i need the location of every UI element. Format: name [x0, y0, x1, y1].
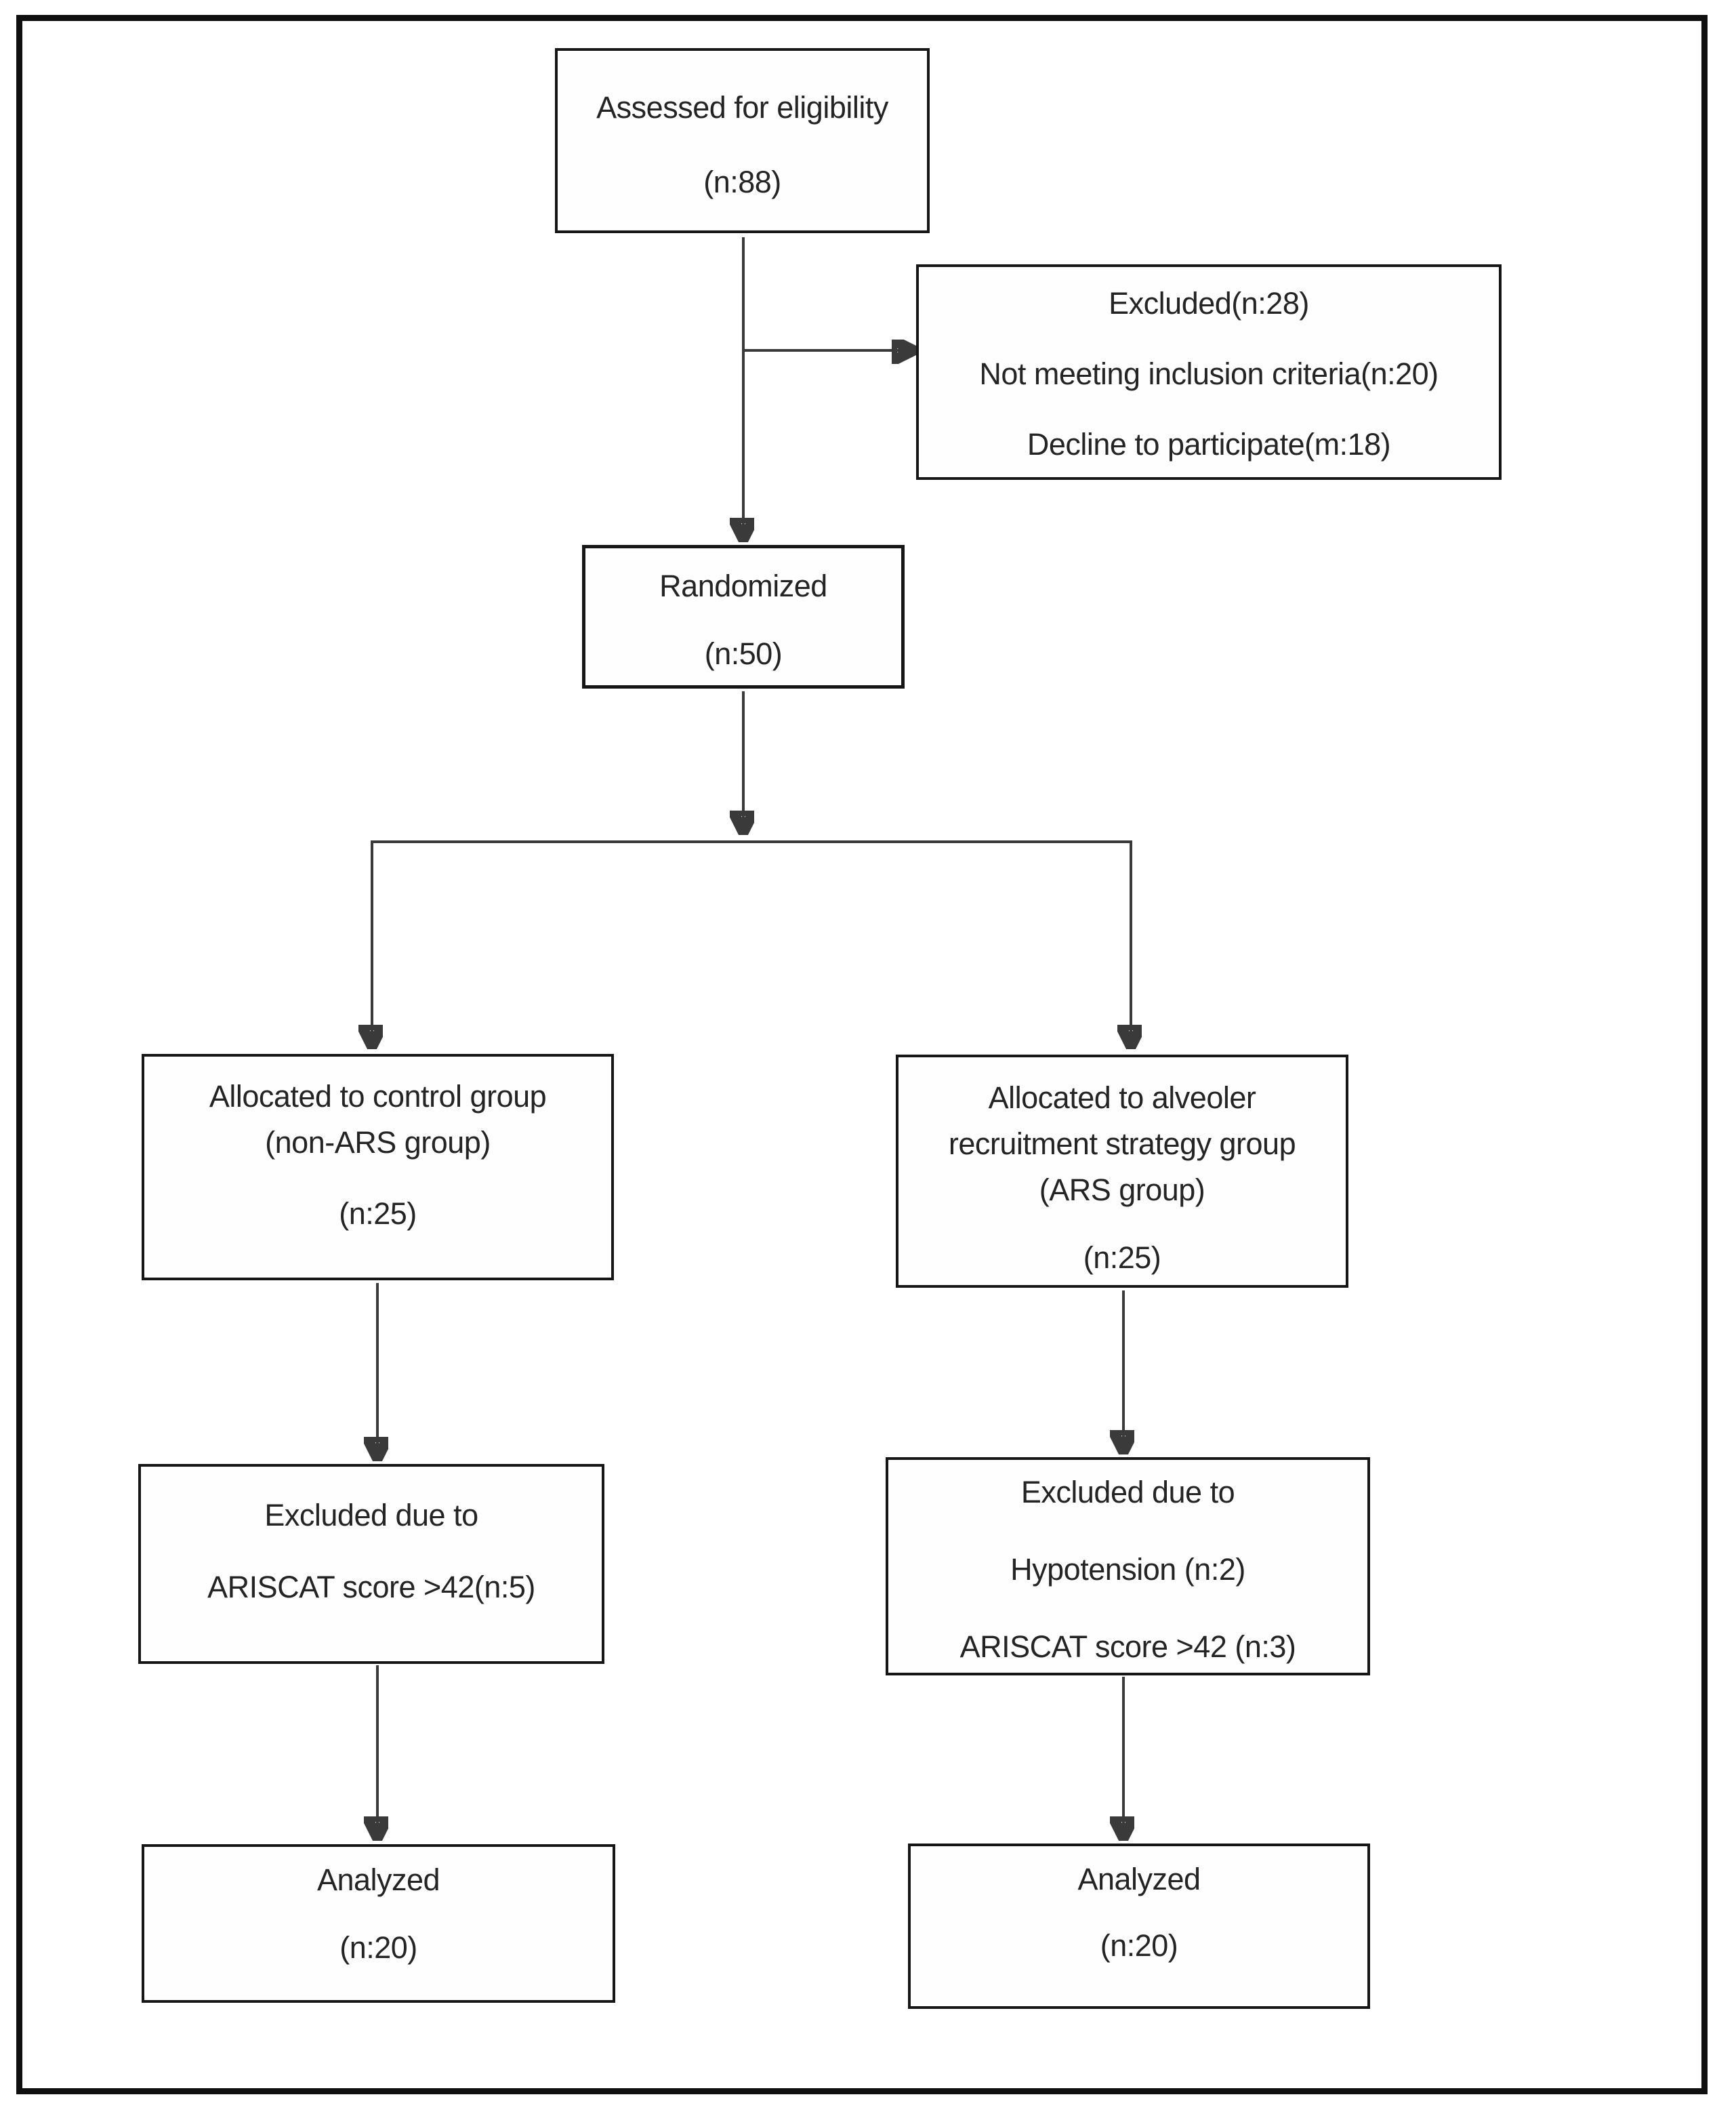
box-allocated-control-group: Allocated to control group (non-ARS grou…: [142, 1054, 614, 1280]
box-line: Hypotension (n:2): [1010, 1552, 1245, 1587]
box-line: Excluded due to: [1020, 1475, 1235, 1509]
box-line: ARISCAT score >42 (n:3): [959, 1629, 1296, 1664]
box-analyzed-ars-group: Analyzed (n:20): [908, 1844, 1370, 2009]
box-line: (n:20): [339, 1930, 417, 1965]
box-line: Analyzed: [316, 1862, 440, 1897]
box-line: (n:88): [703, 165, 781, 199]
box-line: Allocated to alveoler: [988, 1080, 1256, 1115]
box-line: Assessed for eligibility: [596, 90, 888, 125]
diagram-outer-frame: [16, 15, 1708, 2094]
box-line: (ARS group): [1039, 1173, 1205, 1207]
box-randomized: Randomized (n:50): [582, 545, 905, 689]
box-line: (n:50): [704, 636, 783, 671]
box-line: (n:20): [1100, 1928, 1178, 1963]
box-excluded-ars-group: Excluded due to Hypotension (n:2) ARISCA…: [886, 1457, 1370, 1675]
box-analyzed-control-group: Analyzed (n:20): [142, 1844, 615, 2003]
box-line: Allocated to control group: [209, 1079, 547, 1114]
box-line: Excluded due to: [264, 1498, 478, 1532]
box-line: Decline to participate(m:18): [1027, 427, 1391, 462]
box-allocated-ars-group: Allocated to alveoler recruitment strate…: [896, 1055, 1348, 1288]
box-line: recruitment strategy group: [948, 1126, 1296, 1161]
box-line: Excluded(n:28): [1109, 286, 1309, 321]
box-line: ARISCAT score >42(n:5): [207, 1570, 535, 1604]
box-line: (n:25): [1083, 1240, 1161, 1275]
box-assessed-for-eligibility: Assessed for eligibility (n:88): [555, 48, 930, 233]
box-line: Randomized: [659, 569, 827, 603]
box-excluded: Excluded(n:28) Not meeting inclusion cri…: [916, 264, 1502, 480]
box-line: (non-ARS group): [265, 1125, 491, 1160]
box-excluded-control-group: Excluded due to ARISCAT score >42(n:5): [138, 1464, 604, 1664]
box-line: Analyzed: [1077, 1862, 1201, 1896]
box-line: (n:25): [339, 1196, 417, 1231]
box-line: Not meeting inclusion criteria(n:20): [979, 357, 1439, 391]
